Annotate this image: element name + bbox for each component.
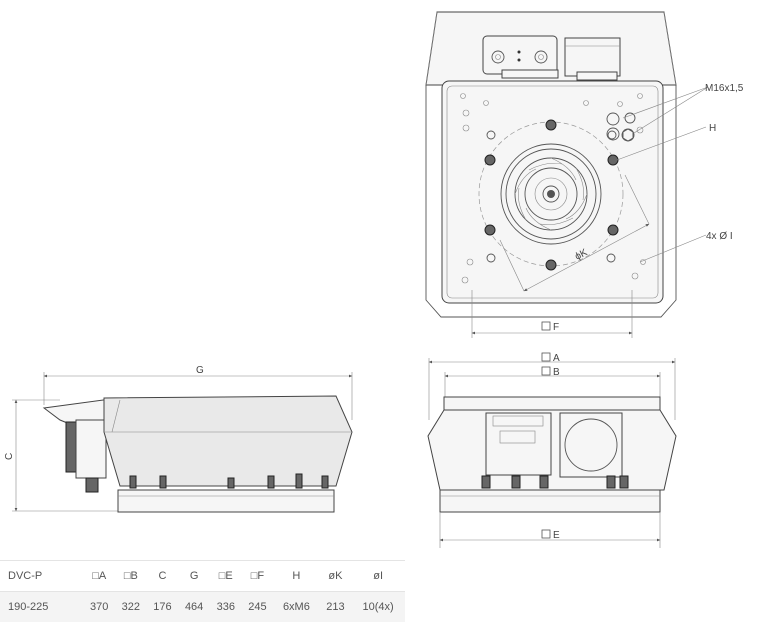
- table-header: □E: [209, 560, 242, 592]
- table-cell: 176: [146, 591, 179, 622]
- front-view: [425, 11, 709, 338]
- table-cell: 10(4x): [351, 591, 405, 622]
- e-dimension-label: E: [541, 529, 560, 541]
- table-cell: 245: [241, 591, 274, 622]
- table-header: □B: [115, 560, 147, 592]
- table-header: H: [273, 560, 320, 592]
- table-header: DVC-P: [0, 560, 84, 592]
- f-dimension-label: F: [541, 321, 559, 333]
- b-label: B: [553, 367, 560, 378]
- table-cell: 370: [83, 591, 116, 622]
- a-dimension-label: A: [541, 352, 560, 364]
- table-header: øK: [319, 560, 352, 592]
- table-header: G: [178, 560, 210, 592]
- table-header-row: DVC-P □A □B C G □E □F H øK øI: [0, 560, 405, 592]
- h-label: H: [709, 123, 716, 134]
- k-label: ϕK: [573, 247, 589, 263]
- b-dimension-label: B: [541, 366, 560, 378]
- table-cell: 464: [178, 591, 210, 622]
- table-header: □A: [83, 560, 116, 592]
- table-cell: 190-225: [0, 591, 84, 622]
- table-header: øI: [351, 560, 405, 592]
- table-row: 190-225 370 322 176 464 336 245 6xM6 213…: [0, 591, 405, 622]
- g-label: G: [196, 365, 204, 376]
- table-cell: 6xM6: [273, 591, 320, 622]
- holes-label: 4x Ø I: [706, 231, 733, 242]
- table-cell: 336: [209, 591, 242, 622]
- side-view: [12, 372, 353, 513]
- thread-label: M16x1,5: [705, 83, 744, 94]
- e-label: E: [553, 530, 560, 541]
- table-header: C: [146, 560, 179, 592]
- table-header: □F: [241, 560, 274, 592]
- spec-table: DVC-P □A □B C G □E □F H øK øI 190-225 37…: [0, 560, 405, 622]
- table-cell: 322: [115, 591, 147, 622]
- f-label: F: [553, 322, 559, 333]
- c-label: C: [4, 453, 15, 460]
- table-cell: 213: [319, 591, 352, 622]
- a-label: A: [553, 353, 560, 364]
- end-view: [427, 358, 677, 548]
